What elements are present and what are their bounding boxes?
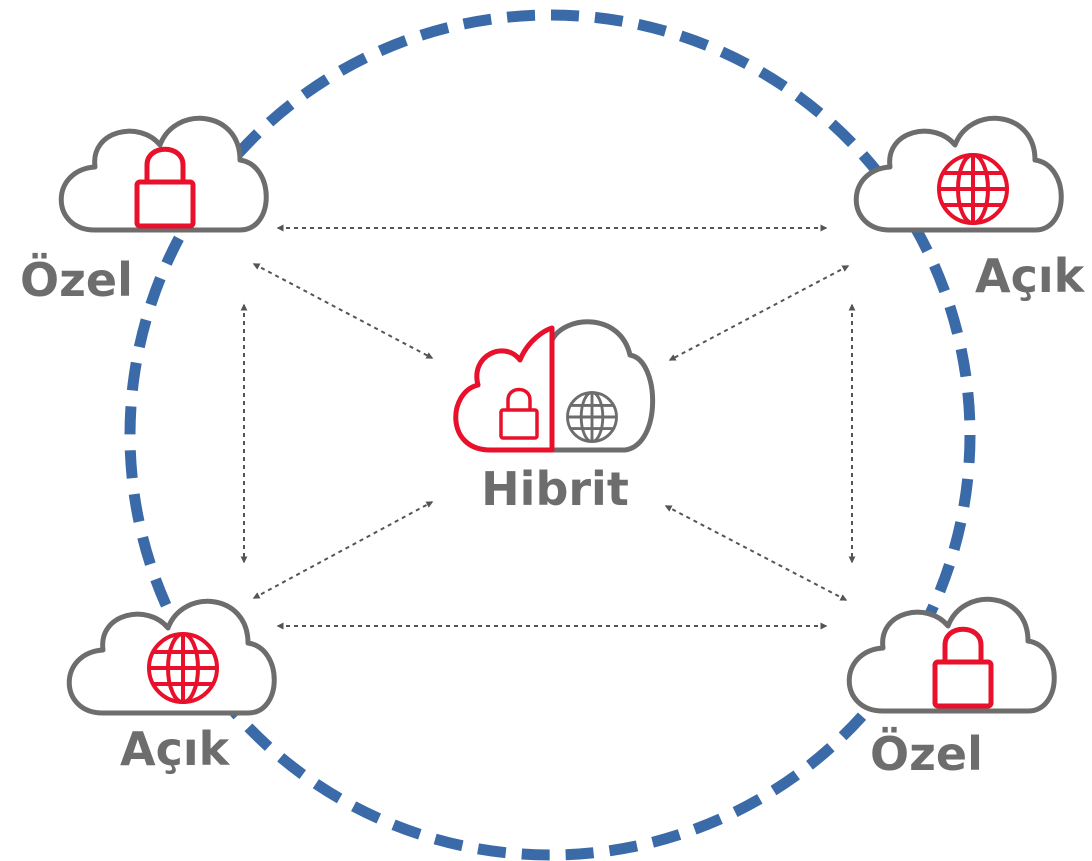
label-bottom-right: Özel: [870, 727, 983, 781]
label-top-right: Açık: [975, 249, 1086, 303]
label-center: Hibrit: [481, 462, 629, 516]
hybrid-cloud-left-half: [453, 325, 555, 453]
cloud-bottom-right: [849, 599, 1054, 711]
label-bottom-left: Açık: [120, 722, 231, 776]
label-top-left: Özel: [20, 253, 133, 307]
lock-icon: [134, 146, 196, 229]
connector-diag-tl: [252, 263, 434, 359]
lock-icon: [932, 626, 994, 709]
cloud-top-left: [61, 118, 266, 230]
cloud-top-right: [856, 118, 1061, 230]
connectors: [240, 224, 856, 630]
cloud-center-hybrid: [453, 319, 656, 453]
dashed-ring: [124, 9, 976, 861]
lock-icon: [499, 387, 539, 440]
connector-diag-tr: [668, 265, 850, 361]
cloud-bottom-left: [69, 601, 274, 713]
globe-icon: [566, 391, 618, 443]
connector-diag-bl: [252, 501, 434, 599]
globe-icon: [147, 632, 219, 704]
globe-icon: [937, 153, 1009, 225]
connector-diag-br: [664, 505, 848, 601]
